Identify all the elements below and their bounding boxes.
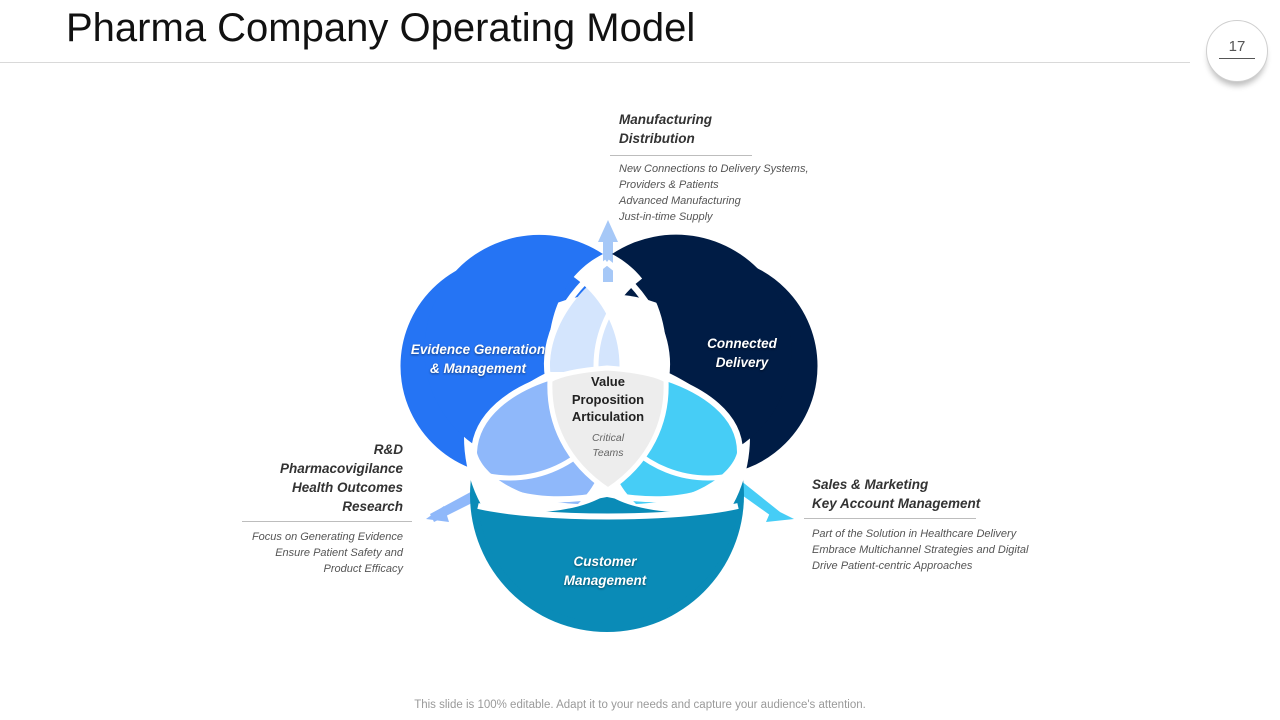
callout-top-desc-4: Just-in-time Supply — [619, 211, 713, 223]
callout-top-head-1: Manufacturing — [619, 112, 712, 127]
value-proposition-label: Value Proposition Articulation — [558, 373, 658, 426]
customer-line-1: Customer — [573, 554, 637, 569]
page-number-underline — [1219, 58, 1255, 59]
page-number-badge: 17 — [1206, 20, 1268, 82]
callout-top-desc-1: New Connections to Delivery Systems, — [619, 163, 809, 175]
center-line-2: Proposition — [571, 391, 645, 407]
center-line-3: Articulation — [571, 409, 645, 424]
callout-left-heading: R&D Pharmacovigilance Health Outcomes Re… — [243, 440, 403, 516]
callout-right-rule — [804, 518, 976, 519]
callout-right-desc-2: Embrace Multichannel Strategies and Digi… — [812, 544, 1029, 556]
page-number: 17 — [1228, 38, 1246, 55]
callout-left-head-4: Research — [342, 499, 403, 514]
customer-management-label: Customer Management — [545, 552, 665, 590]
center-sub-2: Teams — [592, 447, 624, 459]
evidence-outer-arc — [424, 234, 603, 446]
connected-line-2: Delivery — [715, 355, 769, 370]
center-sub-1: Critical — [591, 432, 625, 444]
evidence-line-1: Evidence Generation — [410, 342, 546, 357]
callout-left-desc-2: Ensure Patient Safety and — [275, 547, 403, 559]
callout-left-head-3: Health Outcomes — [291, 480, 403, 495]
callout-left-head-1: R&D — [373, 442, 403, 457]
connected-line-1: Connected — [707, 336, 777, 351]
arrow-right — [732, 480, 794, 522]
callout-top-description: New Connections to Delivery Systems, Pro… — [619, 161, 809, 225]
customer-outer-arc — [478, 494, 738, 623]
callout-right-desc-1: Part of the Solution in Healthcare Deliv… — [812, 528, 1017, 540]
evidence-line-2: & Management — [429, 361, 527, 376]
callout-top-head-2: Distribution — [619, 131, 695, 146]
connected-delivery-label: Connected Delivery — [682, 334, 802, 372]
center-line-1: Value — [591, 374, 625, 389]
callout-top-heading: Manufacturing Distribution — [619, 110, 712, 148]
callout-right-head-1: Sales & Marketing — [812, 477, 929, 492]
callout-right-desc-3: Drive Patient-centric Approaches — [812, 560, 973, 572]
callout-top-desc-3: Advanced Manufacturing — [619, 195, 741, 207]
callout-right-head-2: Key Account Management — [812, 496, 981, 511]
callout-right-description: Part of the Solution in Healthcare Deliv… — [812, 526, 1028, 574]
callout-left-desc-1: Focus on Generating Evidence — [251, 531, 403, 543]
slide-title: Pharma Company Operating Model — [66, 6, 696, 50]
customer-line-2: Management — [563, 573, 647, 588]
evidence-generation-label: Evidence Generation & Management — [400, 340, 556, 378]
connected-outer-arc — [612, 234, 792, 446]
title-divider — [0, 62, 1190, 63]
callout-left-rule — [242, 521, 412, 522]
center-value-proposition — [547, 365, 669, 494]
callout-top-desc-2: Providers & Patients — [619, 179, 719, 191]
slide-footer: This slide is 100% editable. Adapt it to… — [414, 699, 866, 711]
callout-right-heading: Sales & Marketing Key Account Management — [812, 475, 980, 513]
arrow-top — [598, 220, 618, 282]
callout-left-description: Focus on Generating Evidence Ensure Pati… — [203, 529, 403, 577]
callout-left-head-2: Pharmacovigilance — [279, 461, 403, 476]
callout-top-rule — [610, 155, 752, 156]
critical-teams-label: Critical Teams — [568, 431, 648, 461]
callout-left-desc-3: Product Efficacy — [323, 563, 403, 575]
